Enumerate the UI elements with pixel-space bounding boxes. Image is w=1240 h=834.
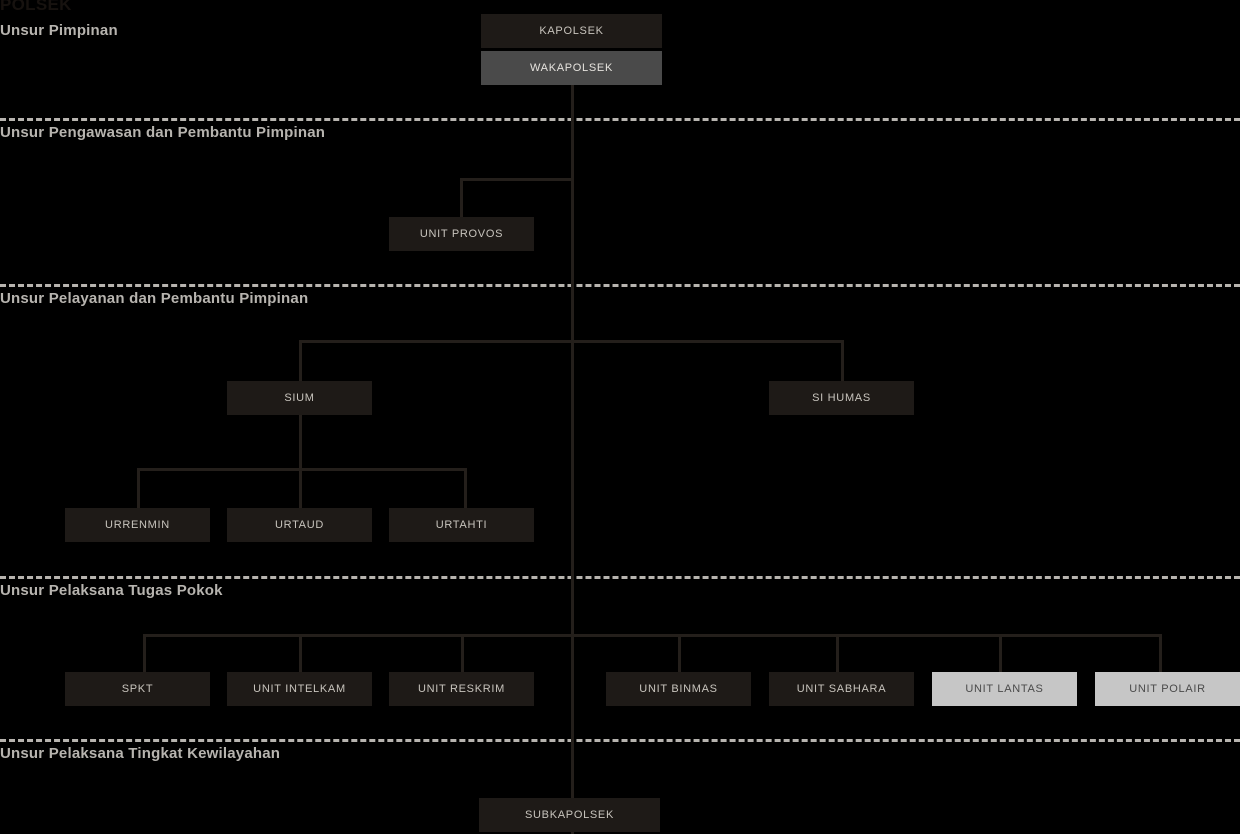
org-node-unit-intelkam[interactable]: UNIT INTELKAM xyxy=(227,672,372,706)
org-node-urtahti[interactable]: URTAHTI xyxy=(389,508,534,542)
org-node-spkt[interactable]: SPKT xyxy=(65,672,210,706)
org-node-unit-binmas[interactable]: UNIT BINMAS xyxy=(606,672,751,706)
connector-humas-v-drop xyxy=(841,340,844,381)
org-node-unit-reskrim[interactable]: UNIT RESKRIM xyxy=(389,672,534,706)
section-label: Unsur Pelaksana Tugas Pokok xyxy=(0,582,223,599)
org-node-sium[interactable]: SIUM xyxy=(227,381,372,415)
org-node-unit-lantas[interactable]: UNIT LANTAS xyxy=(932,672,1077,706)
org-node-unit-sabhara[interactable]: UNIT SABHARA xyxy=(769,672,914,706)
connector-polair-v-drop xyxy=(1159,634,1162,672)
org-node-urtaud[interactable]: URTAUD xyxy=(227,508,372,542)
connector-provos-v-drop xyxy=(460,178,463,217)
connector-lantas-v-drop xyxy=(999,634,1002,672)
org-node-wakapolsek[interactable]: WAKAPOLSEK xyxy=(481,51,662,85)
connector-spkt-v-drop xyxy=(143,634,146,672)
connector-pokok-h xyxy=(143,634,1162,637)
org-node-si-humas[interactable]: SI HUMAS xyxy=(769,381,914,415)
section-label: Unsur Pelaksana Tingkat Kewilayahan xyxy=(0,745,281,762)
page-title: POLSEK xyxy=(0,0,72,14)
connector-reskrim-v-drop xyxy=(461,634,464,672)
connector-urrenmin-v-drop xyxy=(137,468,140,508)
connector-trunk-main xyxy=(571,85,574,834)
connector-urtaud-v-drop xyxy=(299,415,302,508)
section-label: Unsur Pimpinan xyxy=(0,22,118,39)
connector-urtahti-v-drop xyxy=(464,468,467,508)
connector-sium-v-drop xyxy=(299,340,302,381)
connector-provos-h-top xyxy=(460,178,572,181)
org-node-kapolsek[interactable]: KAPOLSEK xyxy=(481,14,662,48)
connector-sium-humas-h xyxy=(299,340,843,343)
org-node-unit-polair[interactable]: UNIT POLAIR xyxy=(1095,672,1240,706)
connector-binmas-v-drop xyxy=(678,634,681,672)
section-divider xyxy=(0,739,1240,742)
org-node-subkapolsek[interactable]: SUBKAPOLSEK xyxy=(479,798,660,832)
section-divider xyxy=(0,576,1240,579)
section-label: Unsur Pelayanan dan Pembantu Pimpinan xyxy=(0,290,309,307)
connector-intelkam-v-drop xyxy=(299,634,302,672)
org-node-urrenmin[interactable]: URRENMIN xyxy=(65,508,210,542)
org-node-unit-provos[interactable]: UNIT PROVOS xyxy=(389,217,534,251)
section-divider xyxy=(0,284,1240,287)
section-label: Unsur Pengawasan dan Pembantu Pimpinan xyxy=(0,124,326,141)
connector-sabhara-v-drop xyxy=(836,634,839,672)
section-divider xyxy=(0,118,1240,121)
